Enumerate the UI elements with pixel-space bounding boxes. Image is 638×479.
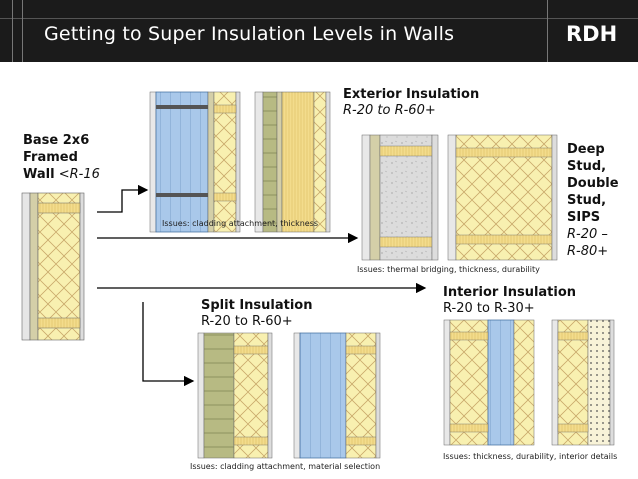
interior-issues: Issues: thickness, durability, interior … bbox=[443, 452, 618, 461]
split-issues: Issues: cladding attachment, material se… bbox=[190, 462, 381, 471]
interior-spray-section bbox=[551, 319, 615, 446]
exterior-title: Exterior Insulation bbox=[343, 87, 480, 102]
split-r-value: R-20 to R-60+ bbox=[201, 314, 293, 329]
header-divider bbox=[547, 0, 548, 62]
deep-line4: Stud, bbox=[567, 193, 607, 208]
deep-line3: Double bbox=[567, 176, 619, 191]
flow-arrows bbox=[97, 184, 427, 387]
base-title-wall: Wall bbox=[23, 167, 55, 182]
split-title: Split Insulation bbox=[201, 298, 313, 313]
arrow-to-exterior-rigid bbox=[97, 184, 149, 213]
rdh-logo: RDH bbox=[566, 22, 617, 46]
interior-rigid-section bbox=[443, 319, 535, 446]
logo-text: RDH bbox=[566, 22, 618, 46]
exterior-rigid-section bbox=[149, 91, 241, 233]
split-mineral-section bbox=[197, 332, 273, 459]
interior-title: Interior Insulation bbox=[443, 285, 577, 300]
header-divider bbox=[12, 0, 13, 62]
deep-line5: SIPS bbox=[567, 210, 601, 225]
base-r-value: <R-16 bbox=[58, 167, 100, 182]
exterior-spray-section bbox=[361, 134, 439, 261]
base-title-line2: Framed bbox=[23, 150, 78, 165]
deep-r-value2: R-80+ bbox=[567, 244, 609, 259]
arrow-to-split-insulation bbox=[142, 302, 195, 387]
header-divider bbox=[22, 0, 23, 62]
base-title-line1: Base 2x6 bbox=[23, 133, 90, 148]
top-left-issues: Issues: cladding attachment, thickness bbox=[162, 219, 319, 228]
split-rigid-section bbox=[293, 332, 381, 459]
exterior-r-value: R-20 to R-60+ bbox=[343, 103, 436, 118]
exterior-issues: Issues: thermal bridging, thickness, dur… bbox=[357, 265, 540, 274]
base-title-line3: Wall <R-16 bbox=[23, 166, 100, 183]
deep-line1: Deep bbox=[567, 142, 605, 157]
deep-line2: Stud, bbox=[567, 159, 607, 174]
interior-r-value: R-20 to R-30+ bbox=[443, 301, 535, 316]
header-rule bbox=[0, 18, 638, 19]
exterior-wood-cladding-section bbox=[254, 91, 331, 233]
base-wall-section bbox=[21, 192, 85, 341]
deep-r-value1: R-20 – bbox=[567, 227, 608, 242]
slide-title: Getting to Super Insulation Levels in Wa… bbox=[44, 23, 455, 45]
slide-header: Getting to Super Insulation Levels in Wa… bbox=[0, 0, 638, 62]
deep-stud-section bbox=[447, 134, 558, 261]
